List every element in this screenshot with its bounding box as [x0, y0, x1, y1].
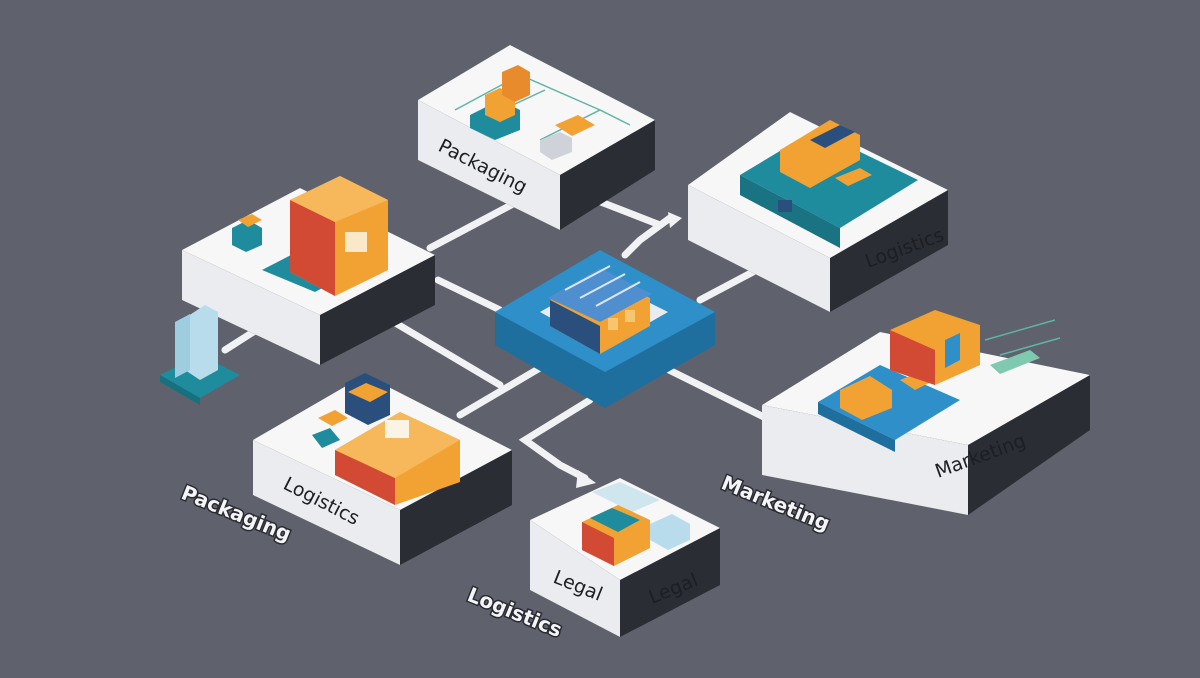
box-icon: [502, 65, 530, 102]
window-icon: [778, 200, 792, 212]
large-box-top: [290, 176, 388, 222]
marketing-tile[interactable]: Marketing: [762, 310, 1090, 515]
box-icon: [555, 115, 595, 136]
small-box-icon: [318, 410, 348, 426]
connector-hub-marketing: [661, 364, 774, 424]
box-label-icon: [385, 420, 409, 438]
storefront-front: [890, 330, 935, 385]
package-icon: [540, 132, 572, 160]
logistics-box-tile[interactable]: Logistics: [253, 373, 512, 565]
stamp-icon: [650, 514, 690, 550]
arrow-head-logistics: [668, 212, 682, 228]
connector-left-hub: [434, 276, 504, 314]
folder-front: [582, 522, 614, 566]
central-hub[interactable]: [495, 250, 715, 408]
connector-hub-legal: [518, 396, 594, 482]
arrow-head-legal: [576, 470, 596, 488]
product-box-icon: [840, 376, 892, 420]
folder-tab: [590, 508, 640, 532]
connector-hub-logistics-tile: [456, 361, 549, 419]
tile-front: [253, 440, 400, 565]
storefront-panel: [945, 333, 960, 368]
small-box-icon: [312, 428, 340, 448]
tile-front: [688, 185, 830, 312]
legal-tile[interactable]: Legal Legal: [530, 478, 720, 637]
pallet-icon: [835, 168, 872, 186]
open-box-front: [335, 450, 395, 505]
small-box-top: [238, 214, 262, 227]
truck-window: [810, 125, 855, 148]
open-box-top: [335, 412, 460, 478]
window-icon: [625, 310, 635, 322]
solar-roof: [548, 268, 652, 322]
window-icon: [608, 318, 618, 330]
circuit-lines: [984, 319, 1061, 356]
roof-panels: [564, 265, 641, 307]
stack-box-top: [348, 383, 388, 402]
tray-front: [818, 402, 895, 452]
document-icon: [592, 482, 660, 512]
display-stand: [160, 305, 240, 405]
building-front: [550, 300, 600, 354]
tile-front: [530, 520, 620, 637]
large-box-front: [290, 200, 335, 296]
tile-top: [418, 45, 655, 175]
tile-front: [762, 405, 968, 515]
card-icon: [990, 350, 1040, 374]
logistics-tile[interactable]: Logistics: [688, 112, 948, 312]
tile-front: [418, 100, 560, 230]
tile-front: [182, 250, 320, 365]
packaging-tile[interactable]: Packaging: [418, 45, 655, 230]
box-label-icon: [345, 232, 367, 252]
left-box-tile[interactable]: [182, 176, 435, 365]
small-box-icon: [232, 220, 262, 252]
